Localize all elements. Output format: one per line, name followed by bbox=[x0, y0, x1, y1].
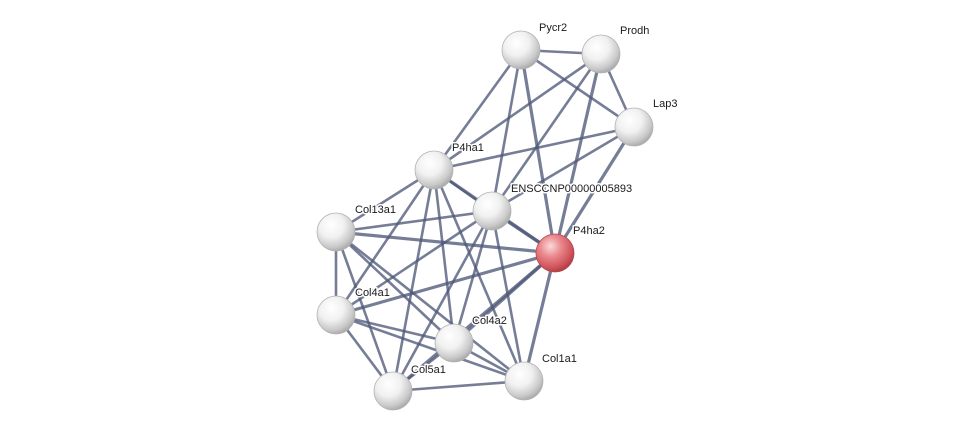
edge-prodh-ensccnp bbox=[490, 52, 603, 213]
edge-ensccnp-col13a1 bbox=[334, 209, 494, 234]
edge-prodh-p4ha2 bbox=[553, 52, 603, 255]
node-label-p4ha1: P4ha1 bbox=[452, 142, 484, 154]
edge-lap3-p4ha1 bbox=[432, 125, 636, 172]
node-label-ensccnp: ENSCCNP00000005893 bbox=[511, 183, 632, 195]
node-col4a1[interactable] bbox=[316, 295, 356, 335]
edge-col4a1-col1a1 bbox=[334, 313, 526, 383]
edge-pycr2-p4ha1 bbox=[432, 48, 523, 172]
node-prodh[interactable] bbox=[581, 34, 621, 74]
node-p4ha1[interactable] bbox=[414, 150, 454, 190]
edge-p4ha1-col4a2 bbox=[432, 168, 456, 345]
node-ensccnp[interactable] bbox=[472, 191, 512, 231]
edge-p4ha1-col5a1 bbox=[391, 168, 436, 393]
edge-col13a1-col1a1 bbox=[334, 230, 526, 383]
edge-p4ha2-col1a1 bbox=[522, 251, 557, 383]
edge-col4a1-col4a2 bbox=[334, 313, 456, 345]
edge-col13a1-col4a2 bbox=[334, 230, 456, 345]
labels-layer: Pycr2 ProdhLap3P4ha1ENSCCNP00000005893Col… bbox=[354, 21, 679, 378]
node-label-col5a1: Col5a1 bbox=[411, 364, 446, 376]
edge-col13a1-p4ha2 bbox=[334, 230, 557, 255]
edge-ensccnp-col5a1 bbox=[391, 209, 494, 393]
edge-lap3-ensccnp bbox=[490, 125, 636, 213]
edge-p4ha2-col5a1 bbox=[391, 251, 557, 393]
node-col1a1[interactable] bbox=[504, 361, 544, 401]
edge-p4ha2-col4a1 bbox=[334, 251, 557, 317]
node-label-col4a2: Col4a2 bbox=[472, 315, 507, 327]
node-label-p4ha2: P4ha2 bbox=[573, 225, 605, 237]
nodes-layer bbox=[316, 30, 654, 411]
edge-prodh-p4ha1 bbox=[432, 52, 603, 172]
edge-col13a1-col5a1 bbox=[334, 230, 395, 393]
node-label-prodh: Prodh bbox=[620, 25, 649, 37]
edge-ensccnp-col4a1 bbox=[334, 209, 494, 317]
node-lap3[interactable] bbox=[614, 107, 654, 147]
node-col4a2[interactable] bbox=[434, 323, 474, 363]
node-p4ha2[interactable] bbox=[535, 233, 575, 273]
edge-pycr2-ensccnp bbox=[490, 48, 523, 213]
node-pycr2[interactable] bbox=[501, 30, 541, 70]
node-label-pycr2: Pycr2 bbox=[539, 22, 567, 34]
edge-col5a1-col1a1 bbox=[391, 379, 526, 393]
node-col5a1[interactable] bbox=[373, 371, 413, 411]
edge-pycr2-p4ha2 bbox=[519, 48, 557, 255]
node-label-lap3: Lap3 bbox=[653, 98, 677, 110]
node-col13a1[interactable] bbox=[316, 212, 356, 252]
node-label-col4a1: Col4a1 bbox=[355, 287, 390, 299]
node-label-col1a1: Col1a1 bbox=[542, 353, 577, 365]
edge-p4ha1-col4a1 bbox=[334, 168, 436, 317]
edge-lap3-p4ha2 bbox=[553, 125, 636, 255]
node-label-col13a1: Col13a1 bbox=[355, 204, 396, 216]
